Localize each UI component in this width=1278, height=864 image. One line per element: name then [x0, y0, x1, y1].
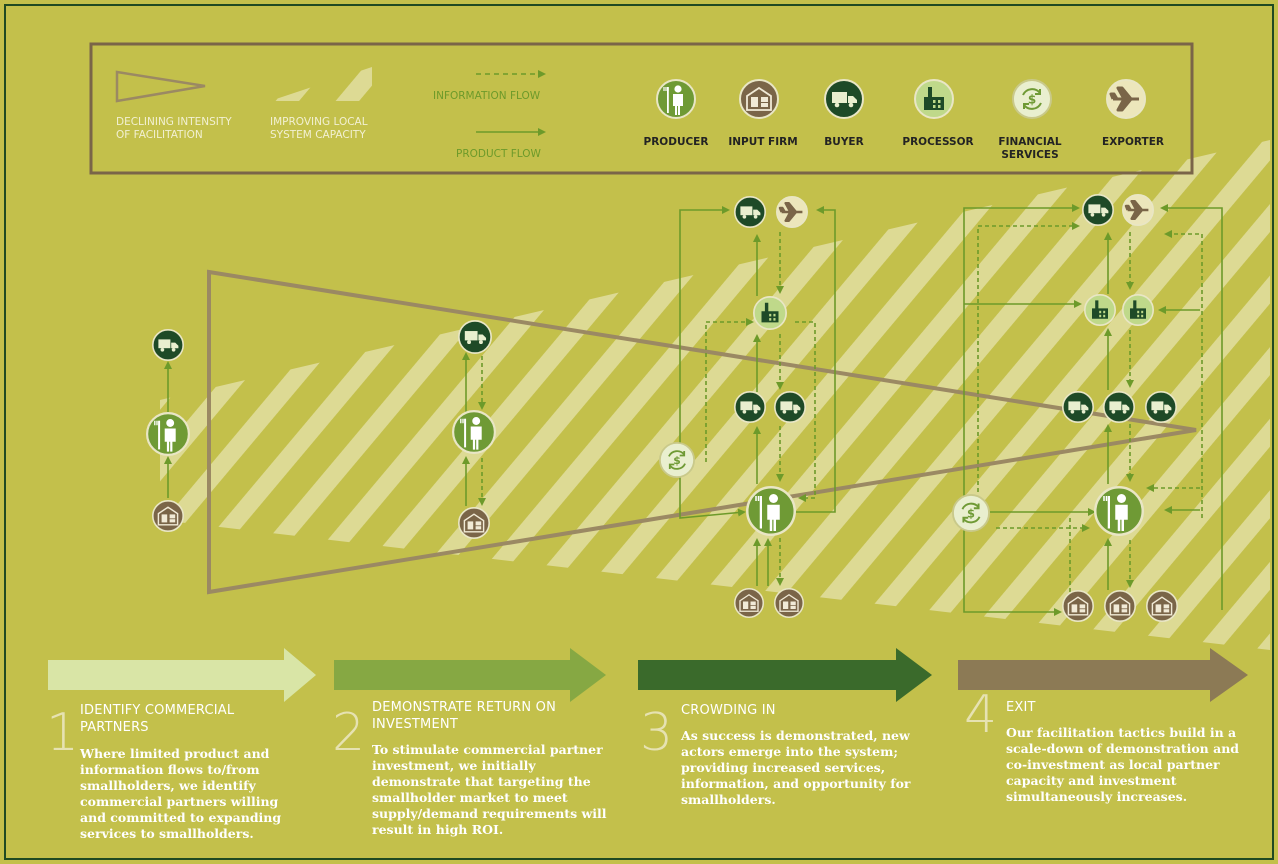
stage3-input-firm-1-icon — [734, 588, 764, 618]
stage3-financial-icon — [659, 442, 695, 478]
stage1-body-1: Where limited product and — [79, 746, 270, 761]
stage3-body-5: smallholders. — [681, 792, 776, 807]
stage1-body-5: and committed to expanding — [80, 810, 281, 825]
legend-buyer-label: BUYER — [824, 136, 863, 148]
stage4-body-3: co-investment as local partner — [1006, 757, 1220, 772]
stage2-producer-icon — [452, 410, 496, 454]
capacity-stripes — [160, 140, 1270, 650]
stage4-buyer-3-icon — [1145, 391, 1177, 423]
stage1-title-2: PARTNERS — [80, 720, 149, 735]
stage1-title-1: IDENTIFY COMMERCIAL — [80, 703, 235, 718]
stage4-input-firm-1-icon — [1062, 590, 1094, 622]
legend-improving-1: IMPROVING LOCAL — [270, 116, 368, 128]
legend-exporter-label: EXPORTER — [1102, 136, 1164, 148]
legend-declining-2: OF FACILITATION — [116, 129, 203, 141]
stage-3-text: 3 CROWDING IN As success is demonstrated… — [640, 703, 911, 807]
legend-exporter-icon — [1106, 79, 1146, 119]
stage2-body-2: investment, we initially — [372, 758, 536, 773]
stage-3-network — [679, 206, 836, 586]
stage1-arrow — [48, 648, 316, 702]
stage3-exporter-icon — [776, 196, 808, 228]
legend-financial-icon — [1012, 79, 1052, 119]
infographic-frame — [4, 4, 1274, 860]
stage1-body-6: services to smallholders. — [80, 826, 254, 841]
stage3-body-1: As success is demonstrated, new — [680, 728, 911, 743]
legend-improving-2: SYSTEM CAPACITY — [270, 129, 366, 141]
stage3-body-3: providing increased services, — [681, 760, 885, 775]
stage1-body-4: commercial partners willing — [80, 794, 279, 809]
stage2-body-1: To stimulate commercial partner — [372, 742, 603, 757]
stage3-arrow — [638, 648, 932, 702]
stage2-body-6: result in high ROI. — [372, 822, 503, 837]
stage-4-network — [963, 204, 1223, 616]
stage2-body-4: smallholder market to meet — [372, 790, 568, 805]
stage4-buyer-1-icon — [1062, 391, 1094, 423]
legend-services-label: SERVICES — [1001, 149, 1058, 161]
stage3-body-2: actors emerge into the system; — [681, 744, 898, 759]
stage1-buyer-icon — [152, 329, 184, 361]
stage1-body-3: smallholders, we identify — [80, 778, 257, 793]
legend-processor-label: PROCESSOR — [902, 136, 973, 148]
legend-triangle — [115, 70, 206, 103]
legend-stripes — [270, 67, 372, 101]
stage3-body-4: information, and opportunity for — [681, 776, 911, 791]
stage4-input-firm-2-icon — [1104, 590, 1136, 622]
stage3-processor-icon — [753, 296, 787, 330]
stage4-buyer-icon — [1082, 194, 1114, 226]
stage4-processor-2-icon — [1122, 294, 1154, 326]
stage4-title-1: EXIT — [1006, 700, 1036, 715]
stage2-arrow — [334, 648, 606, 702]
stage4-body-5: simultaneously increases. — [1006, 789, 1187, 804]
stage4-input-firm-3-icon — [1146, 590, 1178, 622]
stage1-number: 1 — [46, 703, 79, 763]
facilitation-triangle — [207, 269, 1197, 595]
stage4-body-1: Our facilitation tactics build in a — [1006, 725, 1236, 740]
stage1-input-firm-icon — [152, 500, 184, 532]
stage4-buyer-2-icon — [1103, 391, 1135, 423]
stage2-input-firm-icon — [458, 507, 490, 539]
legend-box — [89, 42, 1194, 175]
stage2-title-1: DEMONSTRATE RETURN ON — [372, 700, 556, 715]
stage-2-text: 2 DEMONSTRATE RETURN ON INVESTMENT To st… — [332, 700, 607, 837]
stage-1-text: 1 IDENTIFY COMMERCIAL PARTNERS Where lim… — [46, 703, 281, 841]
stage4-arrow — [958, 648, 1248, 702]
stage4-body-2: scale-down of demonstration and — [1006, 741, 1239, 756]
legend-processor-icon — [914, 79, 954, 119]
stage1-producer-icon — [146, 412, 190, 456]
stage4-processor-1-icon — [1084, 294, 1116, 326]
stage3-number: 3 — [640, 703, 673, 763]
stage3-producer-icon — [746, 486, 796, 536]
legend-producer-label: PRODUCER — [644, 136, 709, 148]
stage3-buyer-icon — [734, 196, 766, 228]
stage4-body-4: capacity and investment — [1006, 773, 1177, 788]
stage2-buyer-icon — [458, 320, 492, 354]
stage2-title-2: INVESTMENT — [372, 717, 458, 732]
stage3-buyer-2-icon — [774, 391, 806, 423]
stage2-number: 2 — [332, 703, 365, 763]
legend-input-firm-icon — [739, 79, 779, 119]
stage2-body-3: demonstrate that targeting the — [372, 774, 591, 789]
legend-info-flow: INFORMATION FLOW — [433, 90, 541, 102]
legend-producer-icon — [656, 79, 696, 119]
legend-input-firm-label: INPUT FIRM — [728, 136, 797, 148]
stage4-financial-icon — [952, 494, 990, 532]
legend-financial-label: FINANCIAL — [998, 136, 1062, 148]
stage4-producer-icon — [1094, 486, 1144, 536]
stage3-input-firm-2-icon — [774, 588, 804, 618]
legend-product-flow: PRODUCT FLOW — [456, 148, 542, 160]
stage-2-network — [462, 352, 486, 506]
stage2-body-5: supply/demand requirements will — [372, 806, 607, 821]
legend-buyer-icon — [824, 79, 864, 119]
legend-declining-1: DECLINING INTENSITY — [116, 116, 232, 128]
stage-4-text: 4 EXIT Our facilitation tactics build in… — [964, 685, 1239, 804]
stage4-number: 4 — [964, 685, 997, 745]
stage1-body-2: information flows to/from — [80, 762, 260, 777]
stage4-exporter-icon — [1122, 194, 1154, 226]
stage3-title-1: CROWDING IN — [681, 703, 776, 718]
stage3-buyer-1-icon — [734, 391, 766, 423]
